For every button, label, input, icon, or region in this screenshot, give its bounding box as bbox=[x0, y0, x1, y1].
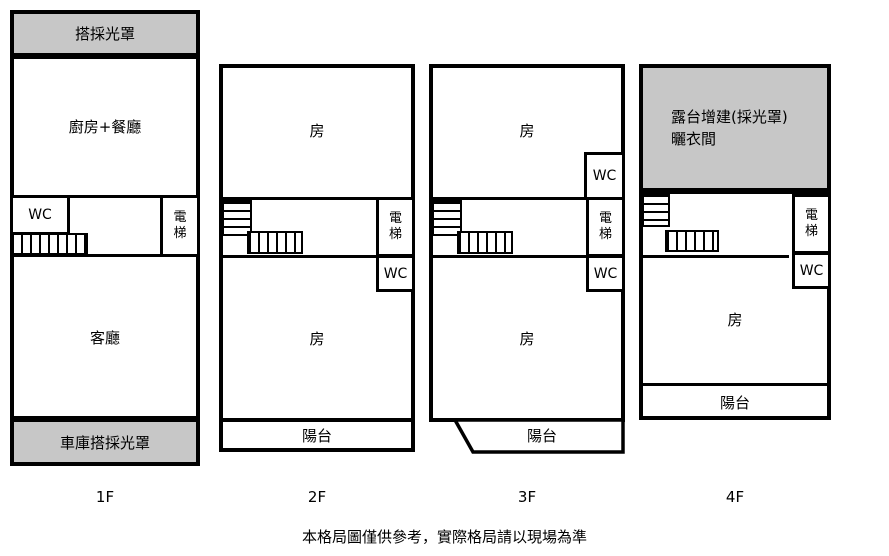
terrace-room: 露台增建(採光罩) 曬衣間 bbox=[639, 64, 831, 192]
balcony-room: 陽台 bbox=[639, 386, 831, 418]
kitchen-dining-room: 廚房+餐廳 bbox=[10, 55, 200, 198]
room-bottom: 房 bbox=[219, 258, 415, 418]
disclaimer: 本格局圖僅供參考，實際格局請以現場為準 bbox=[0, 526, 889, 547]
stairs-icon bbox=[457, 231, 513, 254]
garage-room: 車庫搭採光罩 bbox=[10, 418, 200, 466]
stairs-icon bbox=[665, 230, 719, 252]
balcony-label: 陽台 bbox=[719, 393, 750, 412]
elevator-label: 電梯 bbox=[173, 209, 187, 241]
wc-label: WC bbox=[383, 265, 408, 282]
balcony-room: 陽台 bbox=[459, 418, 625, 452]
stairs-icon bbox=[222, 200, 252, 236]
stairs-icon bbox=[10, 233, 88, 255]
living-room-label: 客廳 bbox=[89, 329, 120, 347]
terrace-label-line1: 露台增建(採光罩) bbox=[671, 107, 788, 126]
room-label: 房 bbox=[727, 310, 743, 329]
room-top: 房 bbox=[219, 64, 415, 197]
elevator-room: 電梯 bbox=[792, 194, 831, 254]
skylight-canopy-room: 搭採光罩 bbox=[10, 10, 200, 57]
stairs-icon bbox=[642, 193, 670, 227]
wc-label: WC bbox=[799, 262, 824, 279]
floor-label-3f: 3F bbox=[429, 488, 625, 506]
floor-label-text: 2F bbox=[307, 488, 327, 506]
wall bbox=[219, 255, 415, 258]
skylight-canopy-label: 搭採光罩 bbox=[74, 25, 135, 43]
balcony-outline bbox=[452, 418, 625, 454]
floor-label-text: 4F bbox=[725, 488, 745, 506]
floor-label-4f: 4F bbox=[639, 488, 831, 506]
terrace-label-line2: 曬衣間 bbox=[671, 130, 717, 148]
floor-2f: 房 電梯 WC 房 陽台 2F bbox=[219, 10, 415, 510]
wc-room: WC bbox=[586, 255, 625, 292]
terrace-label: 露台增建(採光罩) 曬衣間 bbox=[643, 106, 788, 151]
wc-label: WC bbox=[593, 265, 618, 282]
elevator-room: 電梯 bbox=[376, 197, 415, 257]
floor-4f: 露台增建(採光罩) 曬衣間 電梯 WC 房 陽台 4F bbox=[639, 10, 831, 510]
living-room: 客廳 bbox=[10, 257, 200, 418]
room: 房 bbox=[639, 258, 831, 380]
floor-label-text: 3F bbox=[517, 488, 537, 506]
wall bbox=[219, 197, 415, 200]
floor-label-1f: 1F bbox=[10, 488, 200, 506]
balcony-room: 陽台 bbox=[219, 418, 415, 452]
balcony-label: 陽台 bbox=[526, 426, 557, 445]
wall bbox=[639, 383, 831, 386]
elevator-label: 電梯 bbox=[598, 210, 612, 242]
garage-label: 車庫搭採光罩 bbox=[59, 433, 150, 452]
wall bbox=[429, 255, 625, 258]
wc-label: WC bbox=[592, 168, 617, 184]
elevator-room: 電梯 bbox=[586, 197, 625, 257]
stairs-icon bbox=[432, 200, 462, 236]
room-bottom-label: 房 bbox=[309, 329, 325, 348]
wc-room: WC bbox=[10, 195, 70, 235]
room-top-label: 房 bbox=[309, 122, 325, 140]
room-top: 房 bbox=[429, 64, 625, 197]
elevator-label: 電梯 bbox=[804, 207, 818, 239]
wc-room: WC bbox=[792, 252, 831, 289]
kitchen-dining-label: 廚房+餐廳 bbox=[68, 118, 142, 136]
room-bottom-label: 房 bbox=[519, 329, 535, 348]
wall bbox=[639, 255, 789, 258]
room-bottom: 房 bbox=[429, 258, 625, 418]
stairs-icon bbox=[247, 231, 303, 254]
wall bbox=[10, 195, 200, 198]
wall bbox=[429, 197, 625, 200]
elevator-label: 電梯 bbox=[388, 210, 402, 242]
floor-3f: 房 WC 電梯 WC 房 陽台 3F bbox=[429, 10, 625, 510]
floor-label-text: 1F bbox=[95, 488, 115, 506]
floor-label-2f: 2F bbox=[219, 488, 415, 506]
wc-label: WC bbox=[28, 207, 52, 223]
floor-1f: 搭採光罩 廚房+餐廳 WC 電梯 客廳 車庫搭採光罩 1F bbox=[10, 10, 200, 510]
wc-room: WC bbox=[376, 255, 415, 292]
wc-room-upper: WC bbox=[584, 152, 625, 200]
elevator-room: 電梯 bbox=[160, 195, 200, 257]
disclaimer-text: 本格局圖僅供參考，實際格局請以現場為準 bbox=[301, 528, 587, 546]
balcony-label: 陽台 bbox=[301, 426, 332, 445]
wall bbox=[10, 254, 200, 257]
room-top-label: 房 bbox=[519, 122, 535, 140]
